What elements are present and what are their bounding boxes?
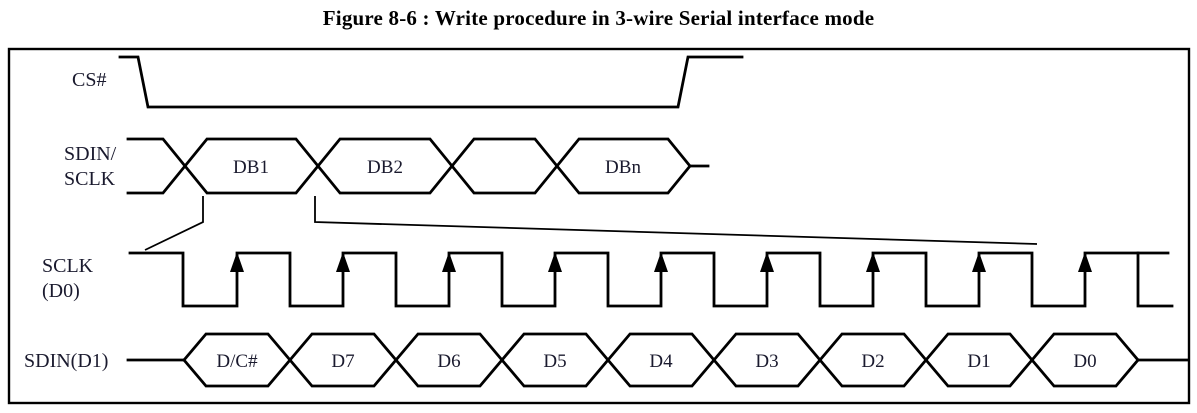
clock-rising-edge-arrow-3: [442, 252, 456, 272]
sclk-label-line1: SCLK: [42, 255, 94, 277]
clock-rising-edge-arrow-5: [654, 252, 668, 272]
sdin-bit-d6: D6: [437, 351, 460, 372]
clock-rising-edge-arrow-9: [1078, 252, 1092, 272]
expansion-connector-left: [144, 196, 204, 251]
sdin-bit-d1: D1: [967, 351, 990, 372]
bus-waveform-strand-a: [126, 137, 692, 195]
sdin-waveform-strand-b: [182, 332, 1140, 388]
sdin-bit-d0: D0: [1073, 351, 1096, 372]
clock-rising-edge-arrow-8: [972, 252, 986, 272]
sdin-bit-dc: D/C#: [216, 351, 258, 372]
sdin-waveform-strand-a: [182, 332, 1140, 388]
figure-title: Figure 8-6 : Write procedure in 3-wire S…: [322, 6, 875, 30]
sdin-bit-d7: D7: [331, 351, 354, 372]
bus-waveform-strand-b: [126, 137, 710, 195]
cs-signal-label: CS#: [72, 69, 106, 91]
clock-rising-edge-arrow-2: [336, 252, 350, 272]
bus-cell-db2: DB2: [367, 157, 403, 178]
sdin-bit-d2: D2: [861, 351, 884, 372]
expansion-connector-right: [314, 196, 1038, 245]
clock-rising-edge-arrow-6: [760, 252, 774, 272]
cs-waveform: [118, 55, 744, 109]
sclk-waveform: [128, 251, 1170, 308]
sdin-sclk-label-line2: SCLK: [64, 168, 116, 190]
sdin-bit-d5: D5: [543, 351, 566, 372]
diagram-border: [7, 47, 1191, 405]
clock-rising-edge-arrow-1: [230, 252, 244, 272]
bus-cell-dbn: DBn: [605, 157, 641, 178]
sclk-waveform-end-fall: [1136, 251, 1174, 308]
sdin-bit-d4: D4: [649, 351, 673, 372]
sdin-bit-d3: D3: [755, 351, 778, 372]
sdin-sclk-label-line1: SDIN/: [64, 143, 117, 165]
sdin-d1-label: SDIN(D1): [24, 350, 108, 372]
clock-rising-edge-arrow-4: [548, 252, 562, 272]
sclk-label-line2: (D0): [42, 280, 80, 302]
clock-rising-edge-arrow-7: [866, 252, 880, 272]
bus-cell-db1: DB1: [233, 157, 269, 178]
